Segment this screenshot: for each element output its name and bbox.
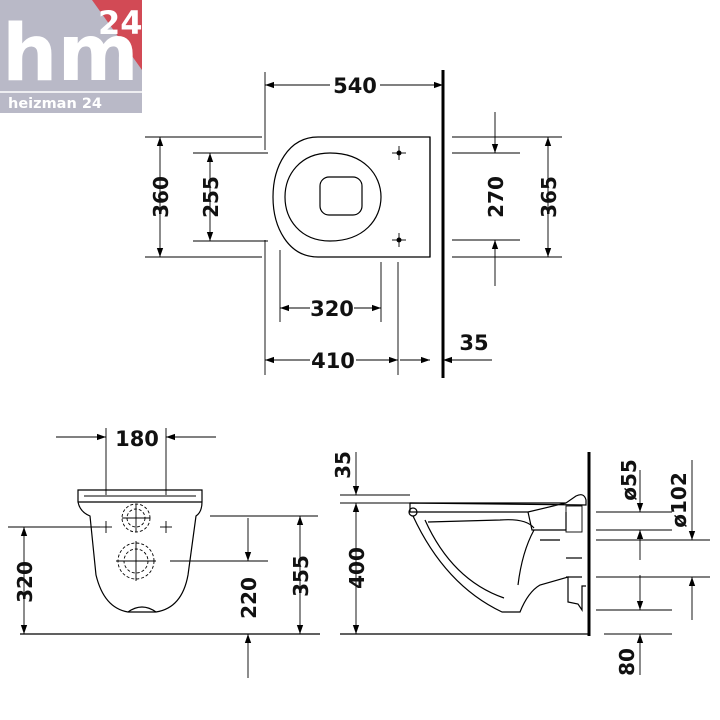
logo-main-text: hm [2,9,139,99]
dim-side-35: 35 [331,451,355,479]
dim-top-365: 365 [537,176,561,218]
dim-side-d55: ø55 [617,459,641,501]
dim-top-410: 410 [311,349,355,373]
dim-front-320: 320 [13,561,37,603]
dim-front-220: 220 [237,577,261,619]
side-view: 35 400 ø55 ø102 80 [331,451,710,676]
top-view: 540 360 255 270 365 320 410 [145,70,562,378]
dim-side-d102: ø102 [667,472,691,528]
dim-top-255: 255 [199,176,223,218]
dim-top-270: 270 [484,176,508,218]
logo-subtitle: heizman 24 [8,96,102,112]
dim-top-35: 35 [459,331,488,355]
dim-top-320: 320 [310,297,354,321]
dim-top-540: 540 [333,74,377,98]
dim-top-360: 360 [149,176,173,218]
brand-logo: hm 24 heizman 24 [0,0,143,113]
dim-front-180: 180 [115,427,159,451]
mounting-point-lower [392,233,406,247]
mounting-point-upper [392,146,406,160]
dim-side-80: 80 [615,648,639,676]
front-view: 180 320 220 355 [8,427,320,678]
dim-front-355: 355 [289,555,313,597]
logo-badge-text: 24 [98,4,143,42]
dim-side-400: 400 [345,547,369,589]
